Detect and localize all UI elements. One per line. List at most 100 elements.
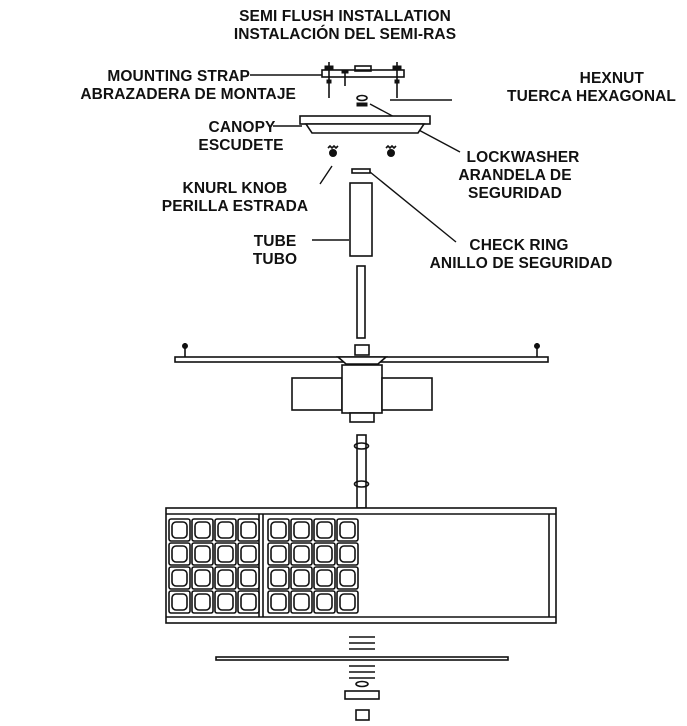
- crystal-tile: [168, 518, 191, 542]
- crystal-tile: [313, 590, 336, 614]
- knurl-knobs-part: [327, 144, 397, 157]
- leader-check-ring: [369, 171, 457, 243]
- crystal-tile-facet: [240, 521, 257, 539]
- lower-rod-part: [353, 434, 370, 509]
- crystal-tile: [313, 518, 336, 542]
- label-knurl-knob-en: KNURL KNOB: [182, 180, 288, 197]
- crystal-tile-facet: [217, 545, 234, 563]
- label-mounting-strap-en: MOUNTING STRAP: [107, 68, 250, 85]
- crystal-tile-facet: [316, 593, 333, 611]
- label-knurl-knob: KNURL KNOB PERILLA ESTRADA: [150, 180, 320, 216]
- check-ring-part: [351, 168, 371, 174]
- crystal-tile: [290, 518, 313, 542]
- canopy-part: [299, 115, 431, 134]
- label-tube-es: TUBO: [252, 251, 298, 268]
- crystal-tile: [214, 590, 237, 614]
- crystal-tile-facet: [194, 521, 211, 539]
- leader-knurl-knob: [319, 165, 333, 185]
- crystal-tile: [237, 542, 260, 566]
- label-canopy-en: CANOPY: [208, 119, 276, 136]
- label-check-ring: CHECK RING ANILLO DE SEGURIDAD: [396, 237, 646, 273]
- label-hexnut-en: HEXNUT: [579, 70, 644, 87]
- mounting-strap-part: [321, 62, 405, 107]
- crystal-tile-facet: [171, 521, 188, 539]
- crystal-tile-facet: [217, 593, 234, 611]
- crystal-tile: [336, 590, 359, 614]
- crystal-tile-facet: [194, 593, 211, 611]
- crystal-tile: [290, 542, 313, 566]
- crystal-tile-facet: [316, 521, 333, 539]
- crystal-tile-facet: [270, 569, 287, 587]
- crystal-tile: [336, 518, 359, 542]
- crystal-tile-facet: [316, 545, 333, 563]
- crystal-tile-facet: [217, 521, 234, 539]
- label-check-ring-es: ANILLO DE SEGURIDAD: [429, 255, 613, 272]
- label-hexnut: HEXNUT TUERCA HEXAGONAL: [420, 70, 676, 106]
- title-line-es: INSTALACIÓN DEL SEMI-RAS: [233, 26, 457, 43]
- crystal-tile-facet: [339, 545, 356, 563]
- crystal-tile-facet: [171, 569, 188, 587]
- crystal-tile: [168, 566, 191, 590]
- crystal-tile: [290, 566, 313, 590]
- crystal-tile: [313, 566, 336, 590]
- crystal-tile: [191, 590, 214, 614]
- crystal-tile: [168, 590, 191, 614]
- crystal-tile: [237, 518, 260, 542]
- label-mounting-strap: MOUNTING STRAP ABRAZADERA DE MONTAJE: [0, 68, 296, 104]
- crystal-tile-facet: [171, 593, 188, 611]
- crystal-tile-facet: [194, 569, 211, 587]
- crystal-tile-facet: [339, 569, 356, 587]
- crystal-tile-facet: [240, 545, 257, 563]
- crystal-tile: [237, 590, 260, 614]
- label-knurl-knob-es: PERILLA ESTRADA: [161, 198, 309, 215]
- crystal-tile-facet: [194, 545, 211, 563]
- crystal-tile-facet: [293, 593, 310, 611]
- title-line-en: SEMI FLUSH INSTALLATION: [239, 8, 451, 25]
- label-lockwasher-es2: SEGURIDAD: [468, 185, 562, 202]
- crystal-tile-facet: [316, 569, 333, 587]
- crystal-tile: [191, 518, 214, 542]
- label-lockwasher-es1: ARANDELA DE: [458, 167, 572, 184]
- label-hexnut-es: TUERCA HEXAGONAL: [507, 88, 676, 105]
- crystal-tile: [214, 542, 237, 566]
- crystal-tile-facet: [293, 569, 310, 587]
- crystal-tile-facet: [339, 593, 356, 611]
- crystal-tile: [290, 590, 313, 614]
- crystal-tile-facet: [339, 521, 356, 539]
- label-tube-en: TUBE: [253, 233, 297, 250]
- crystal-tile-facet: [270, 593, 287, 611]
- crystal-tile: [168, 542, 191, 566]
- label-check-ring-en: CHECK RING: [469, 237, 569, 254]
- crystal-tile: [191, 566, 214, 590]
- crystal-tile: [313, 542, 336, 566]
- diagram-title: SEMI FLUSH INSTALLATION INSTALACIÓN DEL …: [200, 8, 490, 44]
- label-tube: TUBE TUBO: [245, 233, 305, 269]
- crystal-tile-facet: [293, 521, 310, 539]
- crystal-tile-facet: [217, 569, 234, 587]
- down-rod-part: [356, 265, 366, 339]
- label-lockwasher: LOCKWASHER ARANDELA DE SEGURIDAD: [420, 149, 610, 203]
- label-lockwasher-en: LOCKWASHER: [466, 149, 580, 166]
- crystal-tile: [267, 566, 290, 590]
- crystal-tile: [267, 590, 290, 614]
- crystal-tile-facet: [240, 593, 257, 611]
- crystal-tile: [336, 542, 359, 566]
- crystal-tile: [267, 518, 290, 542]
- crystal-tile: [336, 566, 359, 590]
- crystal-tile: [237, 566, 260, 590]
- label-mounting-strap-es: ABRAZADERA DE MONTAJE: [80, 86, 296, 103]
- crystal-tile: [267, 542, 290, 566]
- crystal-tile-facet: [171, 545, 188, 563]
- crystal-tile-facet: [240, 569, 257, 587]
- label-canopy: CANOPY ESCUDETE: [190, 119, 310, 155]
- label-canopy-es: ESCUDETE: [198, 137, 284, 154]
- crystal-tile: [214, 566, 237, 590]
- crystal-drum-part: [165, 507, 557, 624]
- crystal-tile: [214, 518, 237, 542]
- crystal-tile-facet: [270, 545, 287, 563]
- bottom-hardware-part: [215, 636, 509, 721]
- tube-part: [349, 182, 373, 257]
- crystal-tile: [191, 542, 214, 566]
